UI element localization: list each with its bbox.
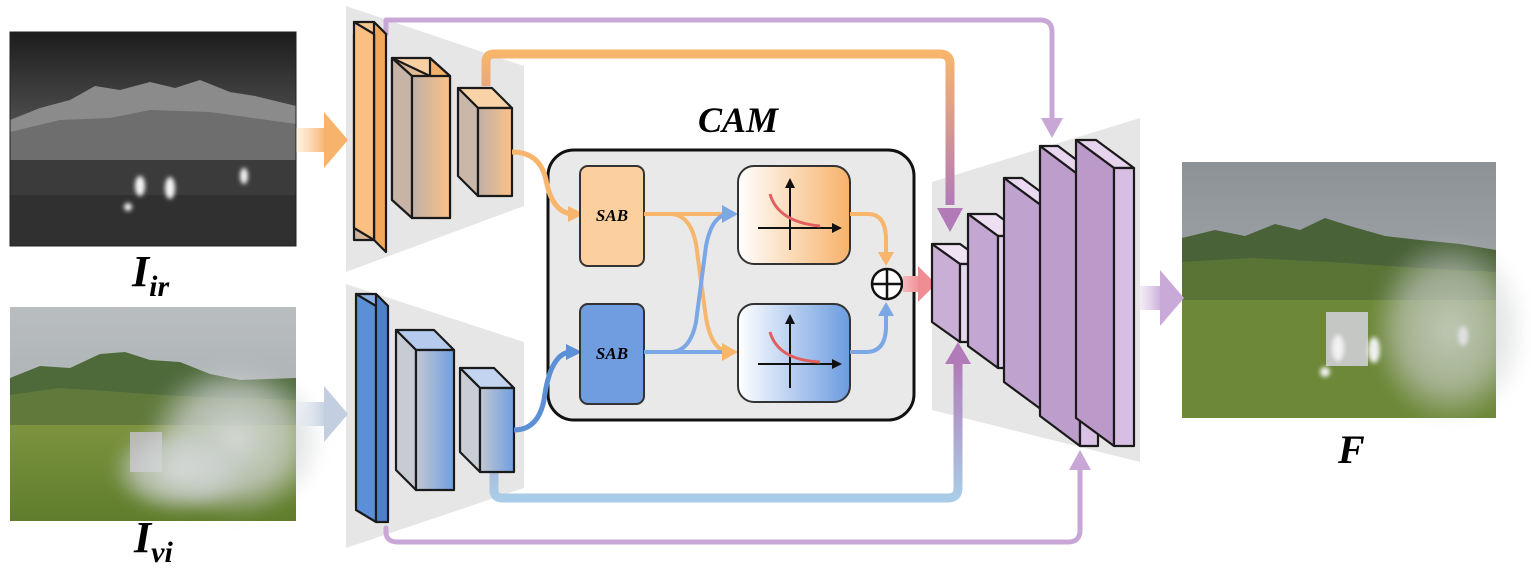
- infrared-input-image: [9, 31, 297, 247]
- fusion-to-decoder-arrow: [903, 266, 936, 302]
- visible-input-image: [10, 307, 325, 521]
- ir-to-sum-arrow: [850, 212, 888, 254]
- ir-encoder-block-2: [390, 56, 452, 220]
- visible-input-label-main: I: [134, 513, 152, 562]
- vi-skip-connection: [489, 362, 963, 503]
- vi-skip-arrowhead: [945, 342, 971, 364]
- decoder: [930, 138, 1136, 448]
- outer-bottom-arrowhead: [1069, 450, 1091, 470]
- sab-block-ir: SAB: [579, 165, 645, 267]
- vi-encoder-block-1: [354, 292, 390, 524]
- ir-to-sab-arrowhead: [568, 206, 584, 222]
- cross-arrowhead-top: [722, 205, 738, 223]
- visible-input-label-subscript: vi: [151, 536, 173, 569]
- ir-skip-connection: [481, 49, 955, 205]
- output-arrow: [1140, 270, 1184, 326]
- visible-input-label: Ivi: [134, 512, 173, 570]
- fused-output-label-text: F: [1338, 427, 1365, 472]
- vi-to-sab-arrowhead: [566, 344, 582, 360]
- ir-to-sum-arrowhead: [878, 252, 894, 266]
- ir-input-arrow: [296, 112, 348, 168]
- infrared-input-label-subscript: ir: [149, 270, 170, 303]
- cross-attention-arrows: [644, 212, 731, 354]
- outer-top-arrowhead: [1041, 118, 1063, 138]
- decoder-block-5: [1074, 138, 1136, 448]
- vi-encoder: [354, 292, 516, 524]
- exponential-curve-box-ir: [737, 165, 851, 265]
- vi-encoder-block-2: [394, 328, 456, 492]
- infrared-input-label-main: I: [132, 247, 150, 296]
- fused-output-image: [1182, 162, 1530, 425]
- ir-encoder: [352, 20, 514, 254]
- cross-arrowhead-bottom: [722, 343, 738, 361]
- ir-encoder-block-1: [352, 20, 388, 254]
- outer-skip-connections: [383, 17, 1083, 545]
- infrared-input-label: Iir: [132, 246, 169, 304]
- vi-encoder-block-3: [458, 366, 516, 474]
- exponential-curve-icon: [758, 314, 842, 388]
- cam-title: CAM: [698, 100, 780, 140]
- ir-skip-arrowhead: [937, 208, 963, 232]
- ir-to-sab-arrow: [511, 149, 573, 217]
- sab-label-vi: SAB: [596, 344, 628, 363]
- sab-label-ir: SAB: [596, 206, 628, 225]
- exponential-curve-box-vi: [737, 303, 851, 403]
- plus-circle-icon: [870, 267, 904, 301]
- cam-module: CAM SAB SAB: [511, 100, 936, 433]
- vi-input-arrow: [296, 386, 348, 442]
- vi-to-sum-arrow: [850, 314, 888, 354]
- ir-encoder-block-3: [456, 86, 514, 198]
- sab-block-vi: SAB: [579, 303, 645, 405]
- vi-to-sum-arrowhead: [878, 302, 894, 316]
- fused-output-label: F: [1338, 426, 1365, 473]
- vi-to-sab-arrow: [513, 349, 571, 433]
- exponential-curve-icon: [758, 178, 842, 250]
